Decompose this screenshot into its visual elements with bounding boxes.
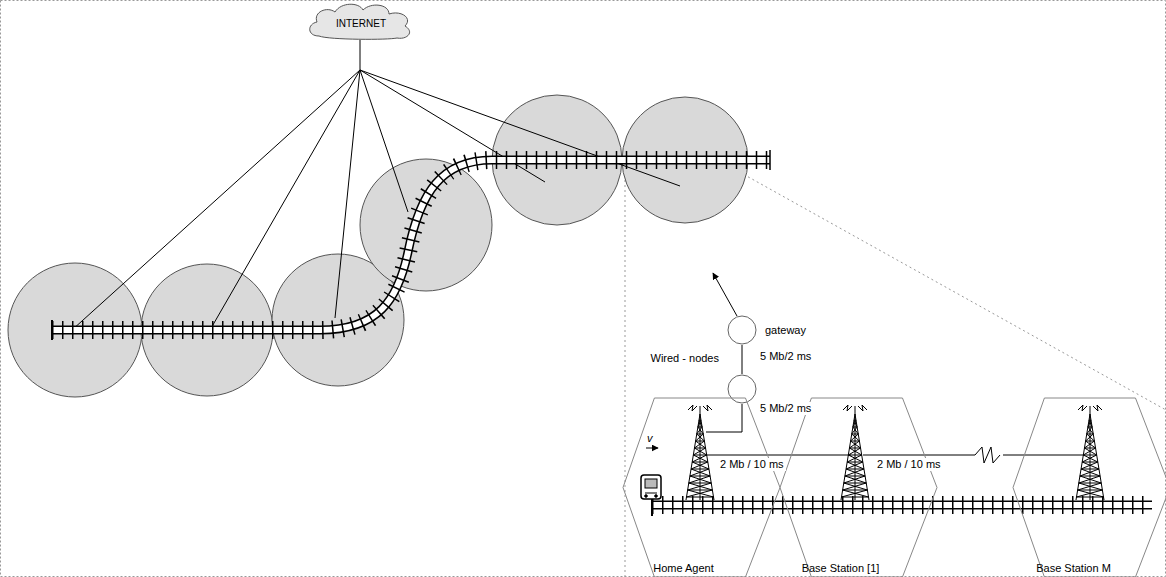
link-label: 2 Mb / 10 ms [875, 458, 943, 471]
vector-arrow [646, 448, 658, 449]
node-label: Base Station M [1036, 562, 1111, 575]
train-icon [641, 475, 661, 499]
link-line [742, 345, 743, 374]
zoom-guide [700, 150, 1166, 410]
radio-tower [686, 405, 1104, 500]
node-label: INTERNET [336, 17, 386, 30]
internet-cloud: INTERNET [305, 2, 417, 40]
node-label: Wired - nodes [651, 352, 719, 365]
wired-node: Wired - nodes [727, 374, 757, 404]
circle-outline [727, 374, 757, 404]
link-label: 2 Mb / 10 ms [718, 458, 786, 471]
home-agent-cell: Home Agent [623, 398, 780, 577]
hex-outline [1013, 398, 1166, 577]
hex-outline [780, 398, 937, 577]
railway-track [52, 150, 770, 340]
node-label: Home Agent [653, 562, 714, 575]
coverage-cells [8, 95, 748, 397]
link-line [706, 404, 742, 432]
link-label: 5 Mb/2 ms [758, 350, 813, 363]
node-label: gateway [765, 324, 806, 337]
link-line [863, 455, 1084, 456]
gateway-node: gateway [727, 315, 757, 345]
hex-outline [623, 398, 780, 577]
link-line [706, 455, 851, 456]
link-label: 5 Mb/2 ms [758, 402, 813, 415]
circle-outline [727, 315, 757, 345]
node-label: Base Station [1] [802, 562, 880, 575]
base-station-cell: Base Station M [1013, 398, 1166, 577]
vector-label: v [647, 432, 653, 445]
internet-links [72, 40, 680, 330]
base-station-cell: Base Station [1] [780, 398, 937, 577]
uplink-arrow [713, 273, 737, 316]
zoom-guide [625, 165, 626, 577]
